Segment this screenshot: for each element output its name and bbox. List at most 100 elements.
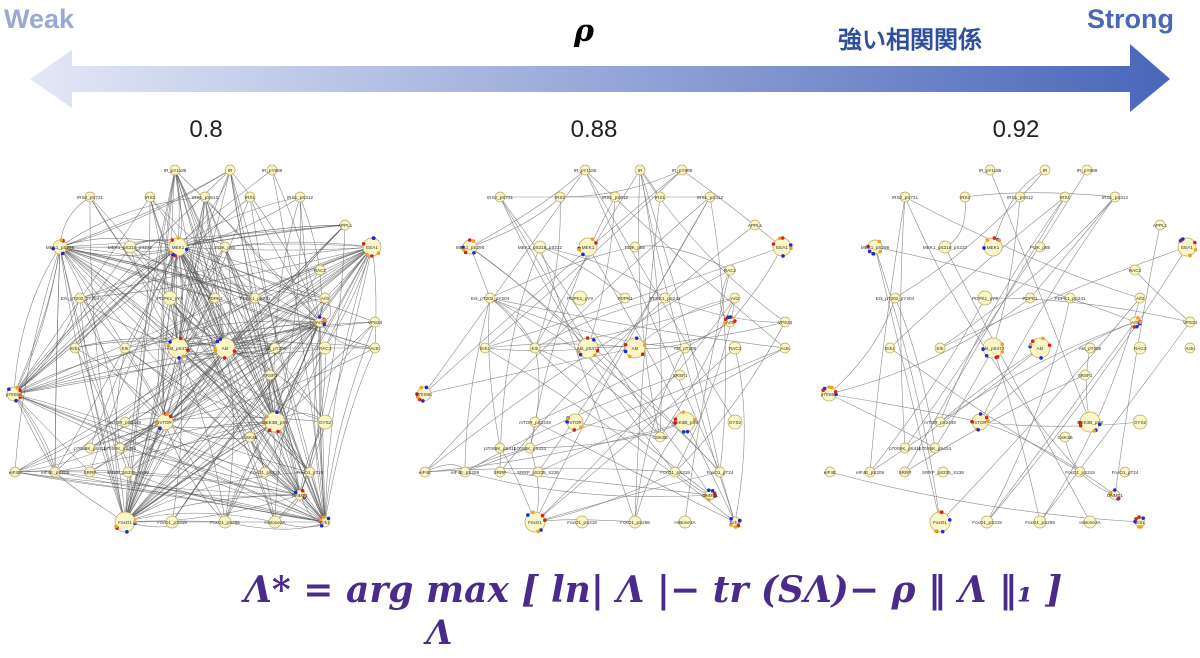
- network-node-circle: [899, 466, 911, 478]
- network-node-label: MEK1: [987, 245, 1000, 250]
- network-edge: [119, 421, 276, 449]
- network-node-circle: [259, 466, 271, 478]
- network-edge: [529, 347, 540, 449]
- network-edge: [534, 347, 736, 523]
- network-node: FoxO1_pS319: [250, 466, 280, 478]
- network-node-circle: [1184, 342, 1196, 354]
- network-node: RAC3: [318, 341, 332, 355]
- network-node-label: IRS1_pS312: [287, 195, 313, 200]
- network-edge: [89, 196, 276, 423]
- edge-endpoint-marker: [1092, 429, 1097, 433]
- network-edge: [204, 196, 226, 349]
- network-node: MEK1_pS218_pS222: [108, 240, 153, 254]
- network-edge: [224, 521, 326, 530]
- network-node: mTOR_pS2448: [519, 416, 551, 428]
- edge-endpoint-marker: [877, 239, 882, 244]
- network-edge: [164, 421, 311, 473]
- network-edge: [729, 246, 783, 323]
- network-edge: [423, 169, 683, 395]
- network-node-label: mTOR: [973, 420, 987, 425]
- network-node-label: Akt_pS473: [982, 346, 1005, 351]
- network-node-label: IRS1: [245, 195, 256, 200]
- edge-endpoint-marker: [833, 389, 838, 394]
- network-edge: [584, 169, 721, 473]
- edge-endpoint-marker: [565, 416, 570, 421]
- network-node: FoxO1_pS319: [157, 515, 187, 529]
- network-node-label: SRRP: [494, 470, 507, 475]
- edge-endpoint-marker: [830, 385, 834, 390]
- network-node: GYS2: [1132, 414, 1148, 430]
- network-node-circle: [49, 466, 61, 478]
- network-node-label: eIF4E: [824, 470, 836, 475]
- edge-endpoint-marker: [947, 518, 952, 522]
- network-node-label: Erk1: [885, 346, 895, 351]
- network-node-circle: [980, 515, 994, 529]
- network-node: IR: [634, 164, 646, 176]
- network-edge: [13, 347, 226, 395]
- network-edge: [934, 347, 994, 449]
- network-node: Akt: [1028, 336, 1052, 360]
- network-node-circle: [1109, 191, 1121, 203]
- network-node-circle: [704, 191, 716, 203]
- network-edge: [869, 297, 986, 473]
- edge-endpoint-marker: [177, 356, 181, 360]
- network-node-label: Erk1: [1135, 520, 1145, 525]
- network-edge: [869, 196, 906, 473]
- network-edge: [124, 347, 326, 523]
- edge-endpoint-marker: [51, 246, 56, 251]
- network-edge: [1039, 321, 1191, 523]
- network-node: FoxO1_pS319: [567, 515, 597, 529]
- network-edge: [164, 224, 346, 423]
- network-node-circle: [679, 342, 691, 354]
- network-edge: [59, 246, 256, 299]
- network-edge: [54, 471, 326, 523]
- network-node-label: FoxO1: [118, 520, 132, 525]
- edge-endpoint-marker: [1028, 342, 1033, 347]
- network-node-label: Erk1: [70, 346, 80, 351]
- network-node-label: PI3K_p85: [625, 245, 646, 250]
- network-edge: [177, 224, 346, 248]
- network-node-circle: [1024, 292, 1036, 304]
- network-node-circle: [314, 264, 326, 276]
- network-edge: [423, 347, 636, 395]
- network-node-label: FoxO1_pT24: [297, 470, 324, 475]
- network-node-label: Histone3A: [674, 520, 696, 525]
- network-node-label: IRS1_pS312: [697, 195, 723, 200]
- edge-endpoint-marker: [984, 415, 989, 420]
- network-node-label: Erk1: [480, 346, 490, 351]
- edge-endpoint-marker: [181, 354, 186, 359]
- network-node: IRS2: [144, 191, 156, 203]
- network-edge: [299, 224, 346, 496]
- network-node-label: Histone3A: [1079, 520, 1101, 525]
- network-node-circle: [1129, 264, 1141, 276]
- network-node-label: MEK1_pS218_pS222: [923, 245, 968, 250]
- network-edge: [874, 246, 941, 523]
- network-node: FoxO1_pS319: [660, 466, 690, 478]
- network-node: Actn: [1184, 342, 1196, 354]
- network-node-label: VPS34: [1183, 320, 1198, 325]
- edge-group: [828, 169, 1191, 523]
- network-node-label: Actn: [370, 346, 380, 351]
- network-node-circle: [937, 466, 949, 478]
- edge-endpoint-marker: [276, 429, 280, 434]
- network-node: Akt_pT308: [1079, 342, 1102, 354]
- network-edge: [177, 246, 276, 523]
- edge-endpoint-marker: [634, 336, 639, 340]
- network-node-label: Arl3: [321, 296, 330, 301]
- network-node-label: IR_pY1185: [574, 168, 597, 173]
- network-node: eIF4E: [9, 466, 21, 478]
- network-node-circle: [122, 466, 134, 478]
- network-edge: [979, 321, 1136, 423]
- edge-endpoint-marker: [158, 426, 162, 431]
- network-node-circle: [317, 414, 333, 430]
- network-edge: [639, 169, 721, 473]
- edge-endpoint-marker: [577, 247, 582, 252]
- network-node-label: DNMT1: [1107, 493, 1123, 498]
- network-node-circle: [572, 290, 588, 306]
- edge-endpoint-marker: [463, 250, 468, 255]
- edge-endpoint-marker: [1192, 240, 1197, 245]
- network-edge: [499, 196, 661, 438]
- network-node-label: Akt_pT308: [264, 346, 287, 351]
- edge-endpoint-marker: [781, 254, 785, 258]
